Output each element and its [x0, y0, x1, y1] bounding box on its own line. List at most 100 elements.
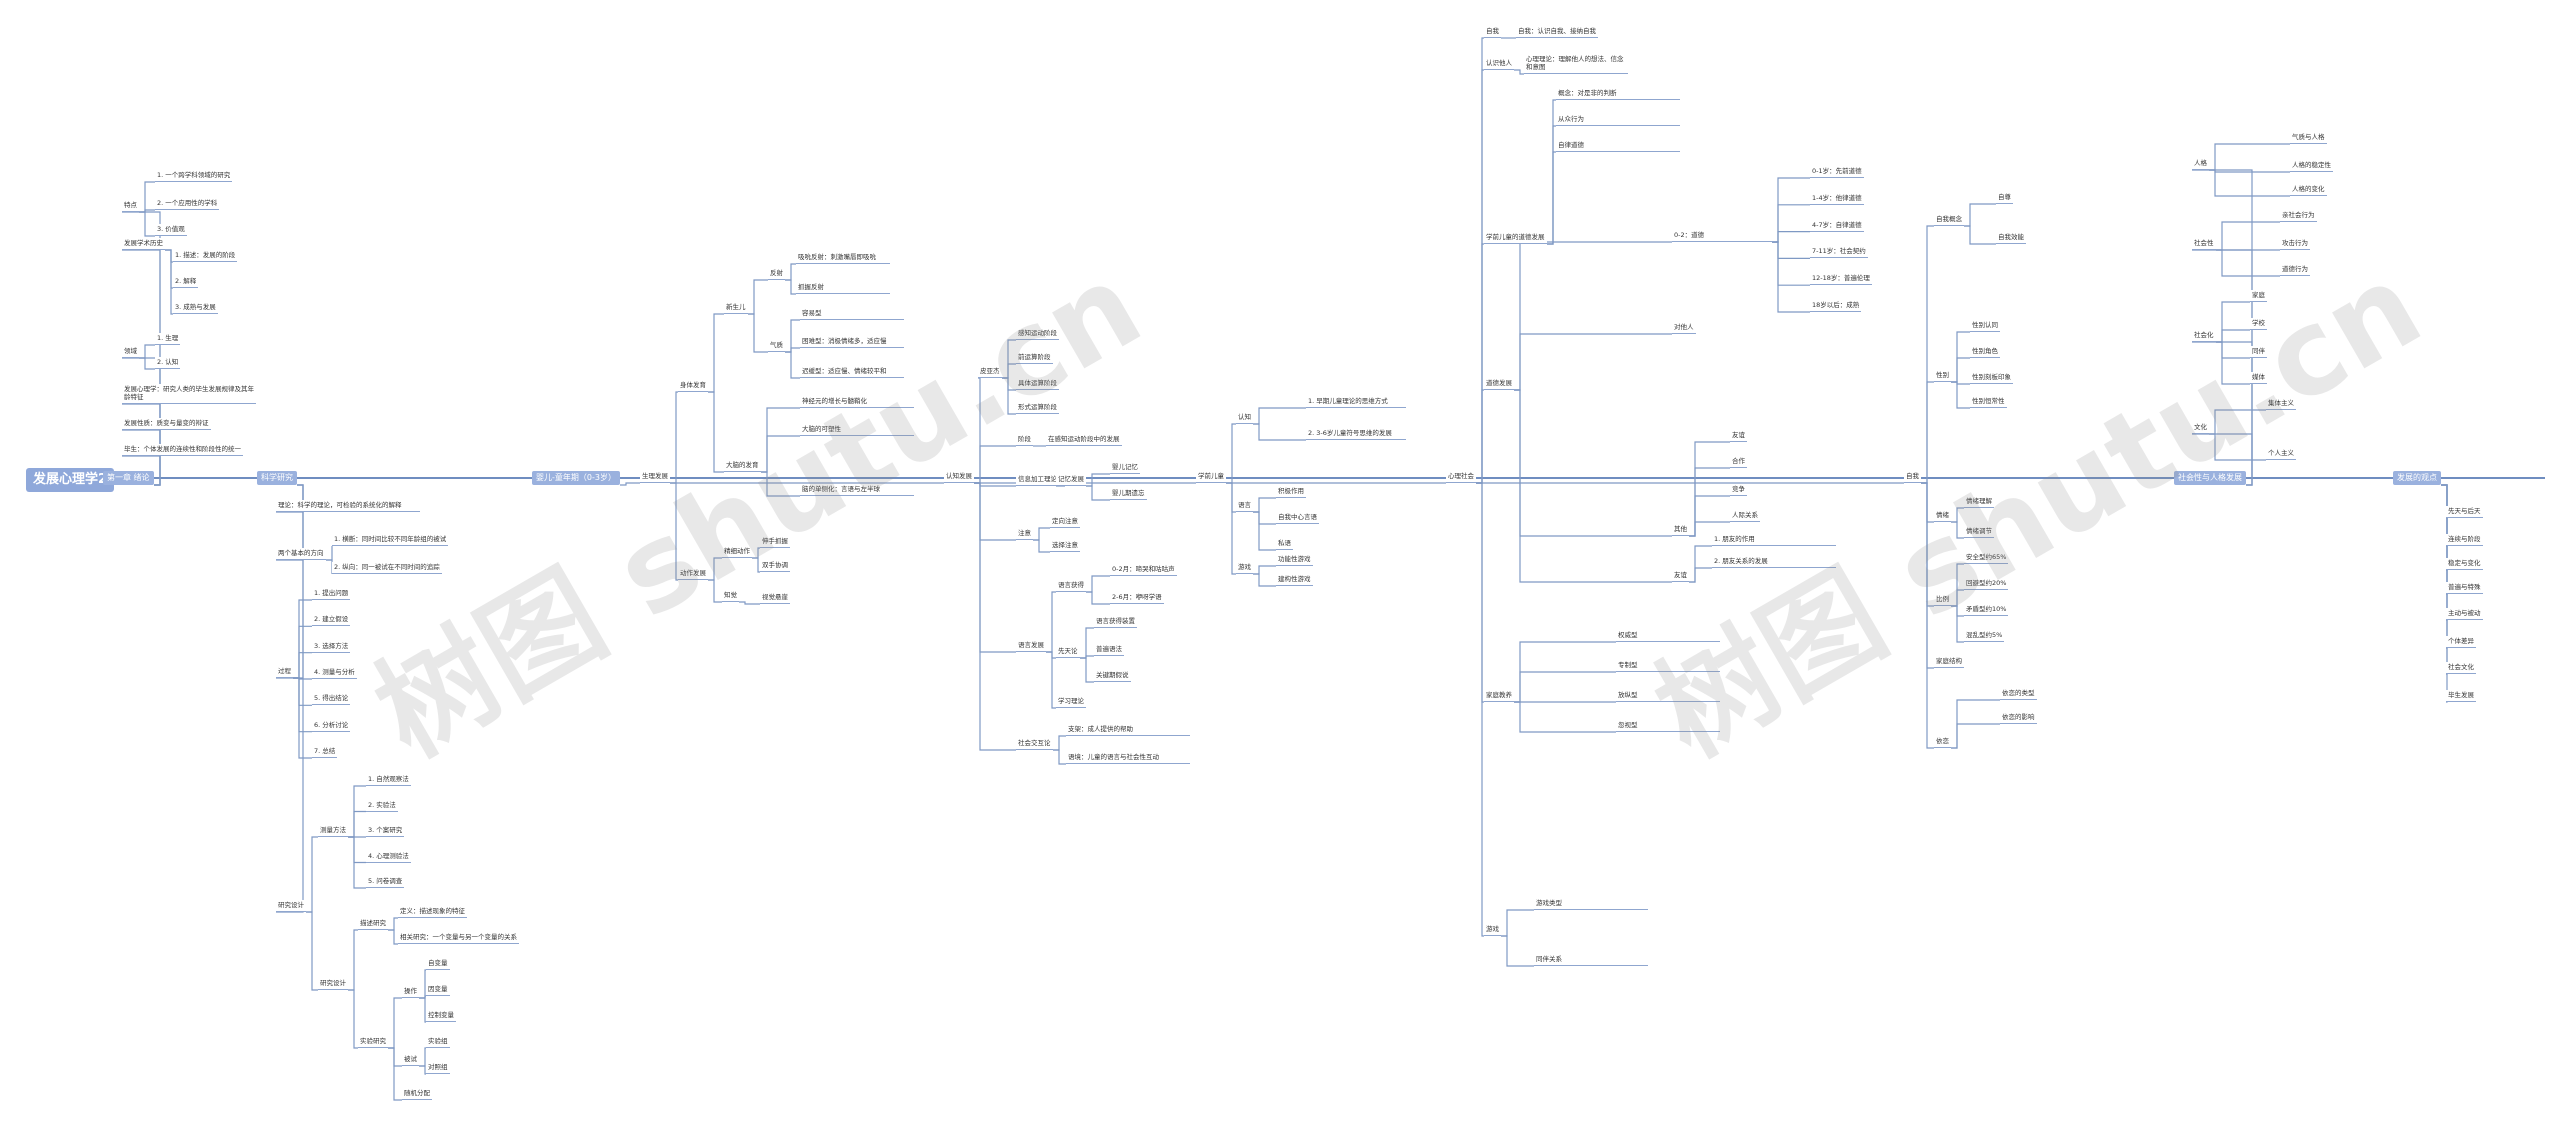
step-item-4[interactable]: 4. 测量与分析: [312, 667, 357, 679]
descriptive-item-1[interactable]: 定义：描述现象的特征: [398, 906, 467, 918]
sociality-item-2[interactable]: 攻击行为: [2280, 238, 2310, 250]
features-node[interactable]: 特点: [122, 200, 139, 212]
measure-item-5[interactable]: 5. 问卷调查: [366, 876, 405, 888]
nativist-item-3[interactable]: 关键期假说: [1094, 670, 1131, 682]
attention-item-1[interactable]: 定向注意: [1050, 516, 1080, 528]
moral-other-item-3[interactable]: 竞争: [1730, 484, 1747, 496]
psychosocial-node[interactable]: 心理社会: [1446, 471, 1476, 483]
design-node[interactable]: 研究设计: [276, 900, 306, 912]
reflex-item-1[interactable]: 吸吮反射：刺激嘴唇即吸吮: [796, 252, 890, 264]
attachment-item-1[interactable]: 依恋的类型: [2000, 688, 2037, 700]
acquisition-item-1[interactable]: 0-2月：啼哭和咕咕声: [1110, 564, 1177, 576]
moral-other-item-1[interactable]: 友谊: [1730, 430, 1747, 442]
subjects-item-2[interactable]: 对照组: [426, 1062, 450, 1074]
random-node[interactable]: 随机分配: [402, 1088, 432, 1100]
personality-node[interactable]: 人格: [2192, 158, 2209, 170]
topic-end[interactable]: 发展的观点: [2393, 471, 2441, 485]
preschool-cog-item-1[interactable]: 1. 早期儿童理论的思维方式: [1306, 396, 1406, 408]
step-item-3[interactable]: 3. 选择方法: [312, 640, 351, 653]
socialization-item-2[interactable]: 学校: [2250, 318, 2267, 330]
piaget-item-3[interactable]: 具体运算阶段: [1016, 378, 1059, 390]
play-item-2[interactable]: 同伴关系: [1534, 954, 1648, 966]
attention-node[interactable]: 注意: [1016, 528, 1033, 540]
moral-stage-item-2[interactable]: 1-4岁：他律道德: [1810, 192, 1864, 205]
piaget-item-1[interactable]: 感知运动阶段: [1016, 328, 1059, 340]
history-item-3[interactable]: 3. 成熟与发展: [173, 302, 218, 314]
feature-item-3[interactable]: 3. 价值观: [155, 224, 187, 236]
sociality-node[interactable]: 社会性: [2192, 238, 2216, 250]
step-item-6[interactable]: 6. 分析讨论: [312, 719, 351, 732]
parenting-node[interactable]: 家庭教养: [1484, 690, 1514, 702]
piaget-item-2[interactable]: 前运算阶段: [1016, 352, 1053, 364]
emotion-item-2[interactable]: 情绪调节: [1964, 526, 1994, 538]
approaches-node[interactable]: 两个基本的方向: [276, 548, 326, 560]
measure-item-4[interactable]: 4. 心理测验法: [366, 850, 411, 863]
body-node[interactable]: 身体发育: [678, 380, 708, 392]
parenting-item-3[interactable]: 放纵型: [1616, 690, 1720, 702]
reflex-item-2[interactable]: 抓握反射: [796, 282, 890, 294]
end-item-8[interactable]: 毕生发展: [2446, 690, 2476, 702]
culture-item-1[interactable]: 集体主义: [2266, 398, 2296, 410]
acquisition-node[interactable]: 语言获得: [1056, 580, 1086, 592]
gender-node[interactable]: 性别: [1934, 370, 1951, 382]
moral-stage-node[interactable]: 0-2：道德: [1672, 230, 1776, 242]
subjects-item-1[interactable]: 实验组: [426, 1036, 450, 1048]
parenting-item-4[interactable]: 忽视型: [1616, 720, 1720, 732]
self-concept-item-2[interactable]: 自我效能: [1996, 232, 2026, 244]
physical-node[interactable]: 生理发展: [640, 471, 670, 483]
end-item-5[interactable]: 主动与被动: [2446, 608, 2483, 620]
socialization-item-1[interactable]: 家庭: [2250, 290, 2267, 302]
feature-item-1[interactable]: 1. 一个跨学科领域的研究: [155, 170, 233, 182]
fine-motor-item-2[interactable]: 双手协调: [760, 560, 790, 572]
self-node[interactable]: 自我: [1904, 471, 1921, 483]
personality-item-2[interactable]: 人格的稳定性: [2290, 160, 2333, 172]
ratio-item-1[interactable]: 安全型约65%: [1964, 552, 2009, 564]
step-item-7[interactable]: 7. 总结: [312, 746, 338, 758]
temperament-item-1[interactable]: 容易型: [800, 308, 904, 320]
topic-intro[interactable]: 第一章 绪论: [103, 471, 154, 485]
preschool-play-item-2[interactable]: 建构性游戏: [1276, 574, 1313, 586]
measure-item-1[interactable]: 1. 自然观察法: [366, 774, 411, 786]
measures-node[interactable]: 测量方法: [318, 825, 348, 837]
parenting-item-1[interactable]: 权威型: [1616, 630, 1720, 642]
operation-item-1[interactable]: 自变量: [426, 958, 450, 970]
parenting-item-2[interactable]: 专制型: [1616, 660, 1720, 672]
ratio-node[interactable]: 比例: [1934, 594, 1951, 606]
self-concept-item-1[interactable]: 自尊: [1996, 192, 2013, 204]
descriptive-node[interactable]: 描述研究: [358, 918, 388, 930]
others-node[interactable]: 认识他人: [1484, 58, 1514, 70]
self-concept-node[interactable]: 自我概念: [1934, 214, 1964, 226]
feature-item-2[interactable]: 2. 一个应用性的学科: [155, 198, 220, 210]
language-node[interactable]: 语言发展: [1016, 640, 1046, 652]
brain-item-2[interactable]: 大脑的可塑性: [800, 424, 914, 436]
step-item-2[interactable]: 2. 建立假设: [312, 614, 351, 627]
memory-dev-item-1[interactable]: 婴儿记忆: [1110, 462, 1140, 474]
domains-node[interactable]: 领域: [122, 346, 139, 358]
nativist-item-1[interactable]: 语言获得装置: [1094, 616, 1137, 628]
personality-item-1[interactable]: 气质与人格: [2290, 132, 2327, 144]
brain-item-1[interactable]: 神经元的增长与髓鞘化: [800, 396, 914, 408]
preschool-moral-item-1[interactable]: 概念：对是非的判断: [1556, 88, 1680, 100]
emotion-node[interactable]: 情绪: [1934, 510, 1951, 522]
preschool-play-item-1[interactable]: 功能性游戏: [1276, 554, 1313, 566]
moral-other-item-2[interactable]: 合作: [1730, 456, 1747, 468]
preschool-moral-item-3[interactable]: 自律道德: [1556, 140, 1680, 152]
attachment-item-2[interactable]: 依恋的影响: [2000, 712, 2037, 724]
socialization-item-3[interactable]: 同伴: [2250, 346, 2267, 358]
temperament-item-3[interactable]: 迟缓型：适应慢、情绪较平和: [800, 366, 904, 378]
preschool-node[interactable]: 学前儿童: [1196, 471, 1226, 483]
gender-item-2[interactable]: 性别角色: [1970, 346, 2000, 358]
socialization-item-4[interactable]: 媒体: [2250, 372, 2267, 384]
end-item-4[interactable]: 普遍与特殊: [2446, 582, 2483, 594]
history-item-1[interactable]: 1. 描述：发展的阶段: [173, 250, 238, 262]
operation-item-2[interactable]: 因变量: [426, 984, 450, 996]
ratio-item-2[interactable]: 回避型约20%: [1964, 578, 2009, 590]
subjects-node[interactable]: 被试: [402, 1054, 419, 1066]
reflex-node[interactable]: 反射: [768, 268, 785, 280]
motor-node[interactable]: 动作发展: [678, 568, 708, 580]
moral-others-node[interactable]: 对他人: [1672, 322, 1696, 334]
domain-item-2[interactable]: 2. 认知: [155, 357, 181, 369]
moral-stage-item-4[interactable]: 7-11岁：社会契约: [1810, 246, 1868, 259]
end-item-3[interactable]: 稳定与变化: [2446, 558, 2483, 570]
step-item-5[interactable]: 5. 得出结论: [312, 693, 351, 706]
